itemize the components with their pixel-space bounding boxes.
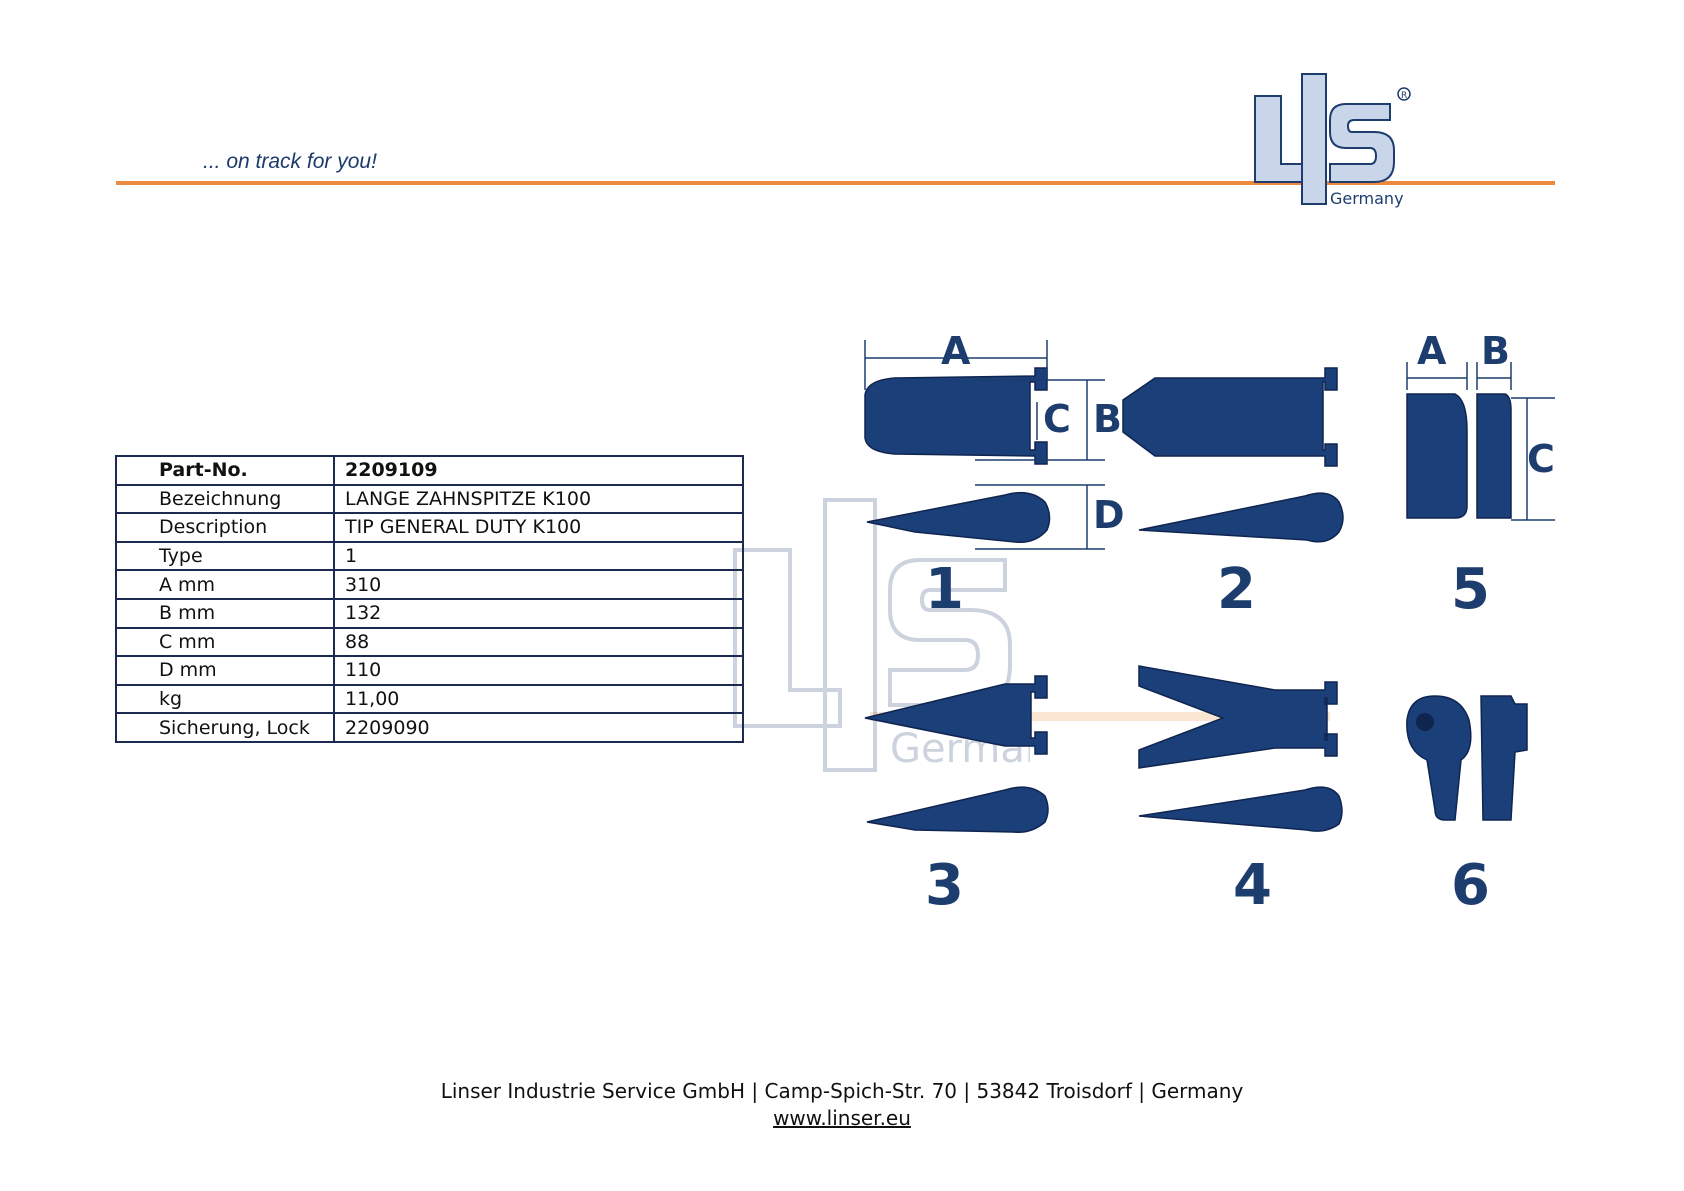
type-number-6: 6 bbox=[1451, 853, 1490, 918]
type-number-3: 3 bbox=[925, 853, 964, 918]
spec-value: 88 bbox=[333, 626, 744, 658]
dimension-label-b-type5: B bbox=[1481, 329, 1510, 373]
type-number-1: 1 bbox=[925, 557, 964, 622]
spec-key: A mm bbox=[115, 569, 335, 600]
spec-value: 11,00 bbox=[333, 683, 744, 715]
slogan-text: ... on track for you! bbox=[203, 150, 377, 173]
svg-text:Germany: Germany bbox=[1330, 189, 1404, 208]
type-number-2: 2 bbox=[1217, 557, 1256, 622]
type-number-5: 5 bbox=[1451, 557, 1490, 622]
footer-website: www.linser.eu bbox=[0, 1106, 1684, 1130]
watermark-bar bbox=[870, 712, 1330, 721]
spec-value: 310 bbox=[333, 569, 744, 600]
lis-logo: R Germany bbox=[1250, 64, 1420, 214]
table-row: Type 1 bbox=[115, 540, 744, 572]
spec-value: LANGE ZAHNSPITZE K100 bbox=[333, 483, 744, 515]
spec-value: 2209090 bbox=[333, 712, 744, 743]
spec-key: Sicherung, Lock bbox=[115, 712, 335, 743]
spec-key: Part-No. bbox=[115, 455, 335, 486]
dimension-label-c: C bbox=[1043, 397, 1071, 441]
table-row: Description TIP GENERAL DUTY K100 bbox=[115, 512, 744, 543]
table-row: D mm 110 bbox=[115, 655, 744, 686]
svg-text:R: R bbox=[1401, 91, 1407, 101]
spec-value: 132 bbox=[333, 597, 744, 629]
spec-key: kg bbox=[115, 683, 335, 715]
table-row: Part-No. 2209109 bbox=[115, 455, 744, 486]
spec-value: 110 bbox=[333, 655, 744, 686]
spec-value: TIP GENERAL DUTY K100 bbox=[333, 512, 744, 543]
spec-key: Type bbox=[115, 540, 335, 572]
dimension-label-a-type5: A bbox=[1417, 329, 1447, 373]
header-divider bbox=[116, 181, 1555, 185]
table-row: Sicherung, Lock 2209090 bbox=[115, 712, 744, 743]
spec-key: C mm bbox=[115, 626, 335, 658]
dimension-label-d: D bbox=[1093, 493, 1125, 537]
website-link[interactable]: www.linser.eu bbox=[773, 1106, 911, 1130]
dimension-label-b: B bbox=[1093, 397, 1122, 441]
spec-table: Part-No. 2209109 Bezeichnung LANGE ZAHNS… bbox=[115, 455, 744, 743]
spec-value: 2209109 bbox=[333, 455, 744, 486]
footer-address: Linser Industrie Service GmbH | Camp-Spi… bbox=[440, 1079, 1244, 1103]
spec-key: Description bbox=[115, 512, 335, 543]
tooth-drawings bbox=[864, 340, 1555, 834]
table-row: kg 11,00 bbox=[115, 683, 744, 715]
table-row: C mm 88 bbox=[115, 626, 744, 658]
spec-key: D mm bbox=[115, 655, 335, 686]
tooth-type-diagram: A C B D A B C 1 2 5 3 4 6 bbox=[855, 320, 1555, 920]
dimension-label-c-type5: C bbox=[1527, 437, 1555, 481]
dimension-label-a: A bbox=[941, 329, 971, 373]
spec-value: 1 bbox=[333, 540, 744, 572]
table-row: Bezeichnung LANGE ZAHNSPITZE K100 bbox=[115, 483, 744, 515]
table-row: B mm 132 bbox=[115, 597, 744, 629]
spec-key: B mm bbox=[115, 597, 335, 629]
table-row: A mm 310 bbox=[115, 569, 744, 600]
type-number-4: 4 bbox=[1233, 853, 1272, 918]
spec-key: Bezeichnung bbox=[115, 483, 335, 515]
